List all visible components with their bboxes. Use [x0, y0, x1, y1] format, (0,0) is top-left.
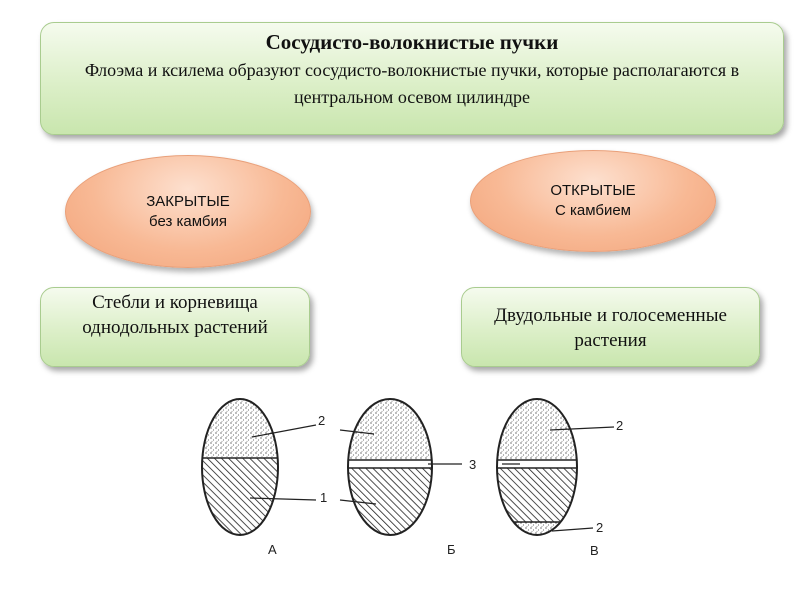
closed-bundles-oval: ЗАКРЫТЫЕ без камбия: [65, 155, 311, 268]
definition-text: Флоэма и ксилема образуют сосудисто-воло…: [41, 57, 783, 111]
label-number-2-v-lower: 2: [596, 520, 603, 535]
open-bundles-example-box: Двудольные и голосеменные растения: [461, 287, 760, 367]
open-bundles-title: ОТКРЫТЫЕ: [550, 181, 635, 201]
label-number-3: 3: [469, 457, 476, 472]
bundle-b-cambium: [340, 460, 440, 468]
label-letter-v: В: [590, 543, 599, 558]
bundle-v: [490, 392, 590, 552]
open-bundles-example: Двудольные и голосеменные растения: [494, 305, 727, 351]
open-bundles-oval: ОТКРЫТЫЕ С камбием: [470, 150, 716, 252]
label-number-2-a: 2: [318, 413, 325, 428]
label-letter-a: А: [268, 542, 277, 557]
closed-bundles-subtitle: без камбия: [149, 212, 227, 232]
bundle-a-phloem: [190, 392, 290, 458]
closed-bundles-title: ЗАКРЫТЫЕ: [146, 192, 230, 212]
slide-title: Сосудисто-волокнистые пучки: [41, 27, 783, 57]
bundle-b-phloem: [340, 392, 440, 460]
label-letter-b: Б: [447, 542, 456, 557]
definition-box: Сосудисто-волокнистые пучки Флоэма и кси…: [40, 22, 784, 135]
label-number-2-v: 2: [616, 418, 623, 433]
open-bundles-subtitle: С камбием: [555, 201, 631, 221]
bundle-diagram: 2 1 3 2 2 А Б В: [190, 392, 650, 572]
bundle-a: [190, 392, 290, 548]
bundle-v-inner-phloem: [490, 522, 590, 552]
closed-bundles-example: Стебли и корневища однодольных растений: [82, 292, 268, 338]
bundle-v-xylem: [490, 468, 590, 522]
label-number-1: 1: [320, 490, 327, 505]
bundle-b: [340, 392, 440, 548]
closed-bundles-example-box: Стебли и корневища однодольных растений: [40, 287, 310, 367]
